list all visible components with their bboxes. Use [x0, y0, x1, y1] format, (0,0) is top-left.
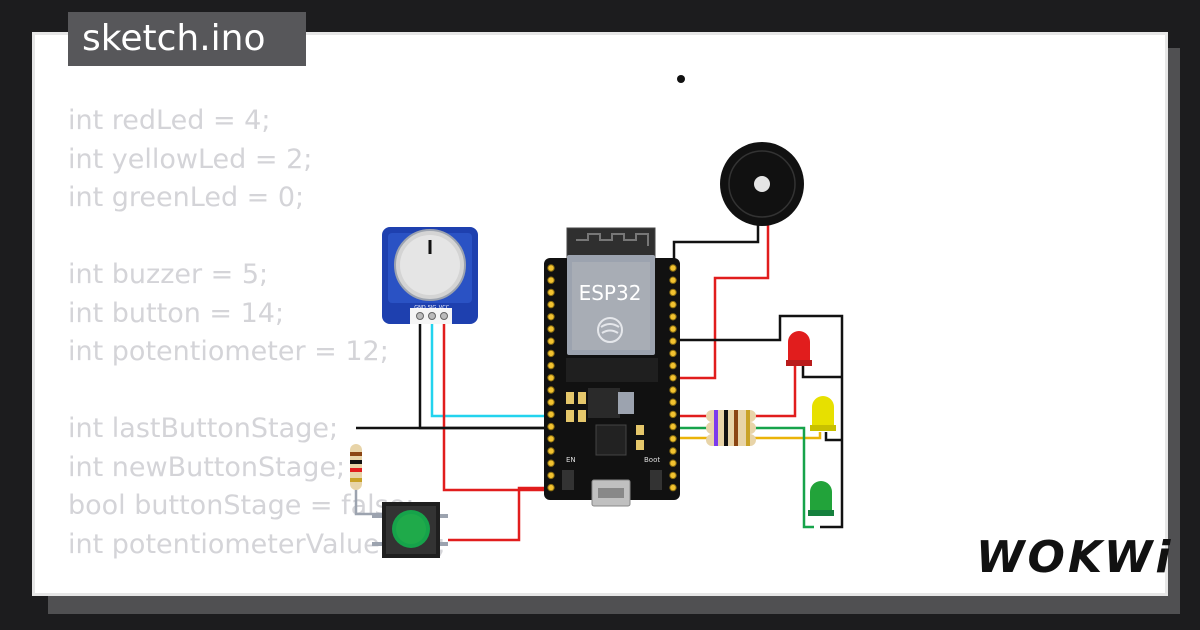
resistor[interactable] — [706, 410, 756, 422]
file-tab-title: sketch.ino — [82, 18, 266, 59]
led-red[interactable] — [786, 331, 812, 366]
pot-pin-label: VCC — [439, 305, 450, 311]
header-pin — [547, 313, 555, 321]
header-pin — [669, 422, 677, 431]
header-pin — [669, 288, 677, 297]
header-pin — [669, 349, 677, 358]
wire-pot-signal — [430, 316, 547, 418]
code-line: int buzzer = 5; — [68, 259, 269, 290]
code-line: int greenLed = 0; — [68, 182, 305, 213]
led-green[interactable] — [808, 481, 834, 516]
resistor-pulldown[interactable] — [350, 444, 362, 490]
header-pin — [547, 374, 555, 382]
code-line: int lastButtonStage; — [68, 413, 339, 444]
led-yellow[interactable] — [810, 396, 836, 431]
resistor[interactable] — [706, 434, 756, 446]
code-line: int redLed = 4; — [68, 105, 271, 136]
header-pin — [669, 361, 677, 370]
wire-pot-gnd — [418, 316, 547, 430]
header-pin — [669, 264, 677, 272]
code-line: int potentiometer = 12; — [68, 336, 389, 367]
header-pin — [547, 361, 555, 370]
header-pin — [669, 410, 677, 419]
header-pin — [547, 288, 555, 297]
header-pin — [547, 300, 555, 309]
push-button[interactable] — [372, 502, 448, 558]
header-pin — [547, 447, 555, 455]
wire-resistor-button — [354, 488, 382, 516]
wire-red-led — [676, 366, 797, 418]
header-pin — [669, 447, 677, 455]
header-pin — [669, 398, 677, 406]
header-pin — [547, 398, 555, 406]
header-pin — [669, 374, 677, 382]
header-pin — [547, 471, 555, 480]
buzzer[interactable] — [720, 142, 804, 226]
header-pin — [669, 313, 677, 321]
wire-red-led-cathode — [801, 366, 842, 379]
header-pin — [547, 276, 555, 284]
wire-pot-vcc — [442, 316, 547, 492]
header-pin — [547, 264, 555, 272]
header-pin — [547, 325, 555, 333]
potentiometer[interactable]: GND SIG VCC — [382, 227, 478, 324]
header-pin — [547, 337, 555, 345]
en-button-label: EN — [566, 456, 576, 464]
wire-buzzer-gnd — [672, 222, 760, 268]
header-pin — [547, 435, 555, 443]
wokwi-logo: WOKWi — [976, 532, 1174, 583]
header-pin — [669, 325, 677, 333]
boot-button-label: Boot — [644, 456, 660, 464]
code-line: int yellowLed = 2; — [68, 143, 313, 175]
pot-pin-label: GND — [414, 305, 426, 311]
code-line: int button = 14; — [68, 297, 285, 329]
pot-pin-label: SIG — [428, 305, 437, 311]
header-pin — [547, 459, 555, 467]
header-pin — [547, 483, 555, 492]
resistor[interactable] — [706, 422, 756, 434]
header-pin — [669, 459, 677, 467]
esp32-pin-headers — [547, 264, 677, 492]
espressif-icon — [597, 317, 623, 343]
file-tab[interactable]: sketch.ino — [68, 12, 306, 66]
header-pin — [669, 300, 677, 309]
esp32-label: ESP32 — [579, 281, 642, 305]
led-resistors — [706, 410, 756, 446]
header-pin — [669, 386, 677, 394]
esp32-board[interactable]: ESP32 EN Boot — [544, 227, 680, 507]
header-pin — [547, 422, 555, 431]
header-pin — [547, 386, 555, 394]
code-line: bool buttonStage = false; — [68, 490, 415, 521]
wire-buzzer-signal — [676, 222, 770, 380]
wire-button-signal — [448, 486, 547, 542]
header-pin — [669, 337, 677, 345]
header-pin — [669, 435, 677, 443]
header-pin — [669, 471, 677, 480]
header-pin — [669, 483, 677, 492]
header-pin — [547, 349, 555, 358]
wire-yellow-led-cathode — [824, 432, 842, 442]
header-pin — [669, 276, 677, 284]
wire-gnd-rail — [676, 314, 844, 529]
code-line: int newButtonStage; — [68, 451, 346, 483]
cursor-dot — [677, 75, 685, 83]
header-pin — [547, 410, 555, 419]
code-preview: int redLed = 4; int yellowLed = 2; int g… — [68, 102, 446, 564]
